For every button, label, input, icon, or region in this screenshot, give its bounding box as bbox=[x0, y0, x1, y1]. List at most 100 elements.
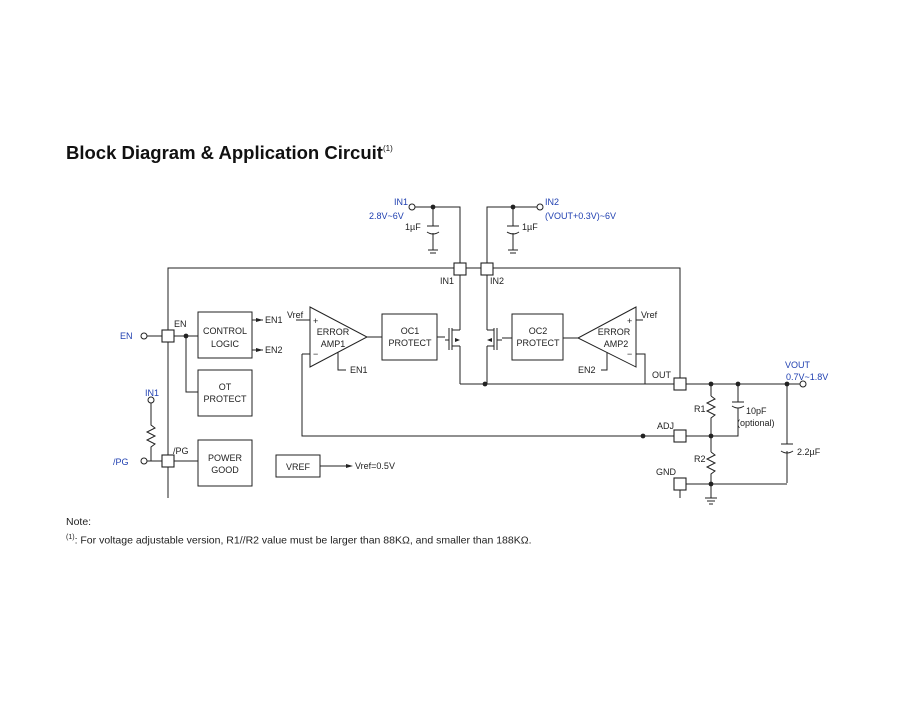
pin-pad-adj bbox=[673, 429, 687, 443]
amp1-en1-label: EN1 bbox=[350, 365, 368, 375]
amp1-minus-sign: − bbox=[313, 349, 318, 359]
in1-cap-label: 1µF bbox=[405, 222, 421, 232]
vref-block-label: VREF bbox=[286, 462, 311, 472]
title-footnote-marker: (1) bbox=[382, 144, 393, 153]
en-terminal bbox=[140, 332, 148, 340]
note-title: Note: bbox=[66, 516, 92, 528]
note-body: (1): For voltage adjustable version, R1/… bbox=[66, 530, 532, 549]
junction-dot bbox=[430, 204, 436, 210]
footnote: Note: (1): For voltage adjustable versio… bbox=[66, 515, 532, 549]
ext-en-label: EN bbox=[120, 331, 133, 341]
pass-fet-1 bbox=[445, 275, 461, 384]
in2-input-range: (VOUT+0.3V)~6V bbox=[545, 211, 616, 221]
pin-pad-in1 bbox=[453, 262, 467, 276]
page-title: Block Diagram & Application Circuit(1) bbox=[66, 142, 393, 164]
oc1-protect-block bbox=[381, 313, 438, 361]
pin-pg-label: /PG bbox=[173, 446, 189, 456]
control-logic-line2: LOGIC bbox=[211, 339, 240, 349]
in1-terminal bbox=[408, 203, 416, 211]
pin-pad-en bbox=[161, 329, 175, 343]
pin-en-label: EN bbox=[174, 319, 187, 329]
in1-pullup-terminal bbox=[147, 396, 155, 404]
r2-resistor bbox=[705, 451, 717, 484]
r1-label: R1 bbox=[694, 404, 706, 414]
r2-label: R2 bbox=[694, 454, 706, 464]
power-good-line1: POWER bbox=[208, 453, 243, 463]
vout-terminal bbox=[799, 380, 807, 388]
note-text: : For voltage adjustable version, R1//R2… bbox=[74, 534, 532, 547]
ot-protect-line2: PROTECT bbox=[203, 394, 247, 404]
amp2-plus-sign: + bbox=[627, 316, 632, 326]
power-good-line2: GOOD bbox=[211, 465, 239, 475]
pin-in1-label: IN1 bbox=[440, 276, 454, 286]
oc2-protect-line2: PROTECT bbox=[516, 338, 560, 348]
error-amp2-line2: AMP2 bbox=[604, 339, 629, 349]
junction-dot bbox=[735, 381, 741, 387]
in2-cap-label: 1µF bbox=[522, 222, 538, 232]
wires bbox=[145, 206, 800, 505]
amp2-en2-label: EN2 bbox=[578, 365, 596, 375]
junction-dot bbox=[784, 381, 790, 387]
pin-pad-gnd bbox=[673, 477, 687, 491]
pin-pads bbox=[161, 262, 687, 491]
junction-dot bbox=[708, 433, 714, 439]
oc2-protect-line1: OC2 bbox=[529, 326, 548, 336]
vref-value-label: Vref=0.5V bbox=[355, 461, 395, 471]
amp1-vref-label: Vref bbox=[287, 310, 304, 320]
error-amp2-line1: ERROR bbox=[598, 327, 631, 337]
pin-out-label: OUT bbox=[652, 370, 672, 380]
junctions bbox=[183, 204, 790, 487]
amp1-plus-sign: + bbox=[313, 316, 318, 326]
cff-note-label: (optional) bbox=[737, 418, 775, 428]
junction-dot bbox=[510, 204, 516, 210]
in1-wire bbox=[415, 206, 461, 263]
pass-fet-2 bbox=[486, 275, 502, 384]
en2-signal-label: EN2 bbox=[265, 345, 283, 355]
ot-protect-block bbox=[197, 369, 253, 417]
control-logic-line1: CONTROL bbox=[203, 326, 247, 336]
r1-resistor bbox=[705, 395, 717, 452]
in2-wire bbox=[486, 206, 537, 263]
en1-signal-label: EN1 bbox=[265, 315, 283, 325]
ext-in1-label: IN1 bbox=[145, 388, 159, 398]
in1-input-name: IN1 bbox=[394, 197, 408, 207]
note-marker: (1) bbox=[66, 534, 75, 541]
control-logic-block bbox=[197, 311, 253, 359]
blocks bbox=[197, 311, 564, 487]
pin-adj-label: ADJ bbox=[657, 421, 674, 431]
in1-input-range: 2.8V~6V bbox=[369, 211, 404, 221]
error-amp1-line1: ERROR bbox=[317, 327, 350, 337]
oc2-protect-block bbox=[511, 313, 564, 361]
oc1-protect-line2: PROTECT bbox=[388, 338, 432, 348]
junction-dot bbox=[640, 433, 646, 439]
oc1-protect-line1: OC1 bbox=[401, 326, 420, 336]
terminals bbox=[140, 203, 807, 465]
pg-pullup bbox=[145, 403, 157, 461]
in2-terminal bbox=[536, 203, 544, 211]
ic-boundary bbox=[167, 267, 681, 498]
cff-value-label: 10pF bbox=[746, 406, 767, 416]
labels: IN1 2.8V~6V 1µF IN2 (VOUT+0.3V)~6V 1µF I… bbox=[113, 197, 828, 477]
junction-dot bbox=[482, 381, 488, 387]
pin-pad-in2 bbox=[480, 262, 494, 276]
arrows bbox=[256, 318, 492, 468]
title-text: Block Diagram & Application Circuit bbox=[66, 142, 383, 163]
amp2-minus-sign: − bbox=[627, 349, 632, 359]
pin-pad-out bbox=[673, 377, 687, 391]
error-amp1-line2: AMP1 bbox=[321, 339, 346, 349]
cout-label: 2.2µF bbox=[797, 447, 821, 457]
power-good-block bbox=[197, 439, 253, 487]
pin-pad-pg bbox=[161, 454, 175, 468]
junction-dot bbox=[708, 481, 714, 487]
pin-in2-label: IN2 bbox=[490, 276, 504, 286]
vout-name: VOUT bbox=[785, 360, 811, 370]
pin-gnd-label: GND bbox=[656, 467, 677, 477]
amp2-vref-label: Vref bbox=[641, 310, 658, 320]
output-bus bbox=[686, 383, 800, 483]
pg-terminal bbox=[140, 457, 148, 465]
junction-dot bbox=[708, 381, 714, 387]
ot-protect-line1: OT bbox=[219, 382, 232, 392]
in2-input-name: IN2 bbox=[545, 197, 559, 207]
junction-dot bbox=[183, 333, 189, 339]
